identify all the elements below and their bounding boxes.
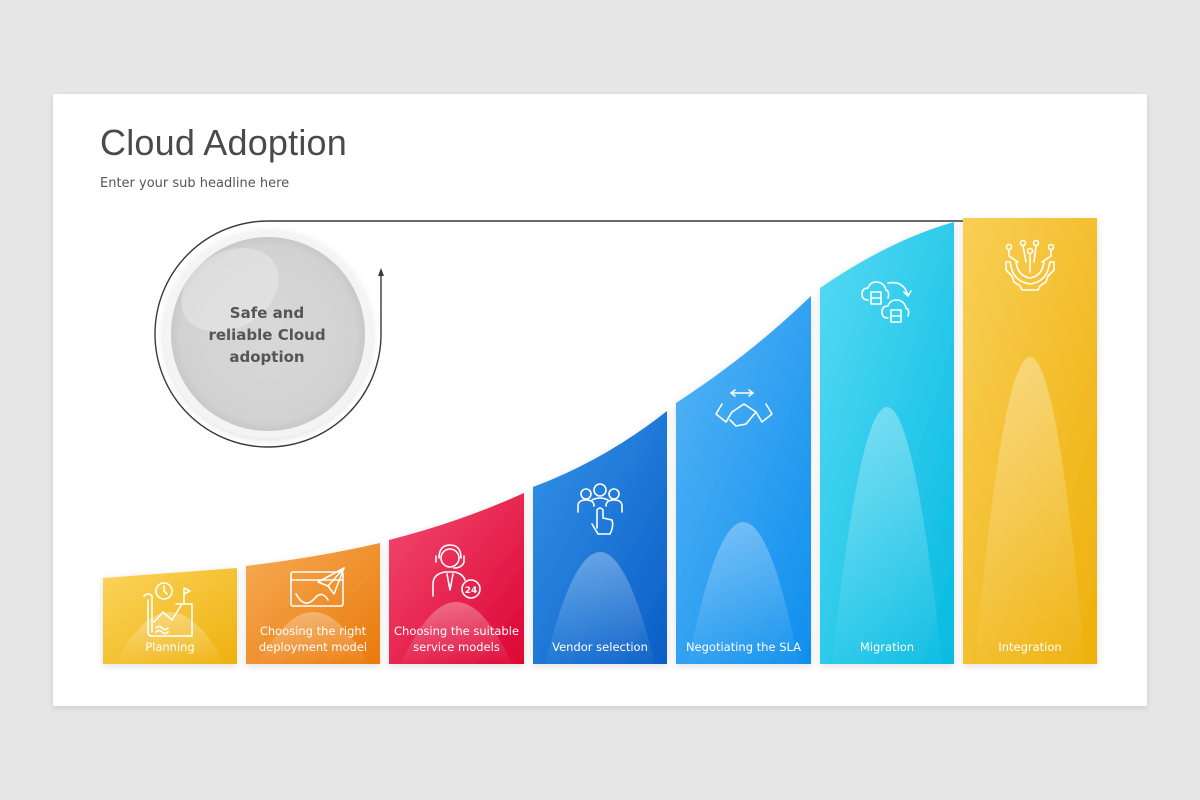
label-line: Vendor selection: [552, 640, 648, 654]
team-select-hand-icon: [577, 483, 623, 535]
step-label-integration: Integration: [963, 639, 1097, 655]
step-bar-migration: [820, 222, 954, 664]
handshake-icon: [715, 389, 773, 427]
center-circle: [164, 230, 372, 438]
step-bar-service: [389, 493, 524, 664]
step-label-vendor: Vendor selection: [533, 639, 667, 655]
page-title: Cloud Adoption: [100, 122, 347, 163]
cloud-migration-icon: [861, 281, 912, 323]
step-label-sla: Negotiating the SLA: [676, 639, 811, 655]
step-label-planning: Planning: [103, 639, 237, 655]
circle-line-3: adoption: [229, 348, 305, 366]
step-bar-integration: [963, 218, 1097, 664]
circle-line-2: reliable Cloud: [208, 326, 326, 344]
label-line: service models: [413, 640, 500, 654]
page-subtitle: Enter your sub headline here: [100, 176, 290, 191]
label-line: Choosing the suitable: [394, 624, 519, 638]
circle-line-1: Safe and: [229, 304, 305, 322]
center-circle-text: Safe and reliable Cloud adoption: [154, 302, 380, 368]
label-line: Integration: [998, 640, 1062, 654]
browser-paper-plane-icon: [290, 567, 345, 607]
label-line: Negotiating the SLA: [685, 640, 802, 654]
step-bar-deployment: [246, 543, 380, 664]
step-bar-vendor: [533, 411, 667, 664]
step-label-deployment: Choosing the right deployment model: [246, 623, 380, 655]
label-line: Choosing the right: [259, 624, 367, 638]
24-badge-text: 24: [465, 586, 478, 596]
step-label-service: Choosing the suitable service models: [389, 623, 524, 655]
support-agent-24-icon: [432, 544, 481, 599]
step-label-migration: Migration: [820, 639, 954, 655]
step-bar-planning: [103, 568, 237, 664]
gear-circuit-icon: [1005, 239, 1055, 291]
label-line: deployment model: [258, 640, 368, 654]
label-line: Migration: [859, 640, 915, 654]
label-line: Planning: [145, 640, 195, 654]
roadmap-planning-icon: [143, 582, 193, 637]
step-bar-sla: [676, 296, 811, 664]
